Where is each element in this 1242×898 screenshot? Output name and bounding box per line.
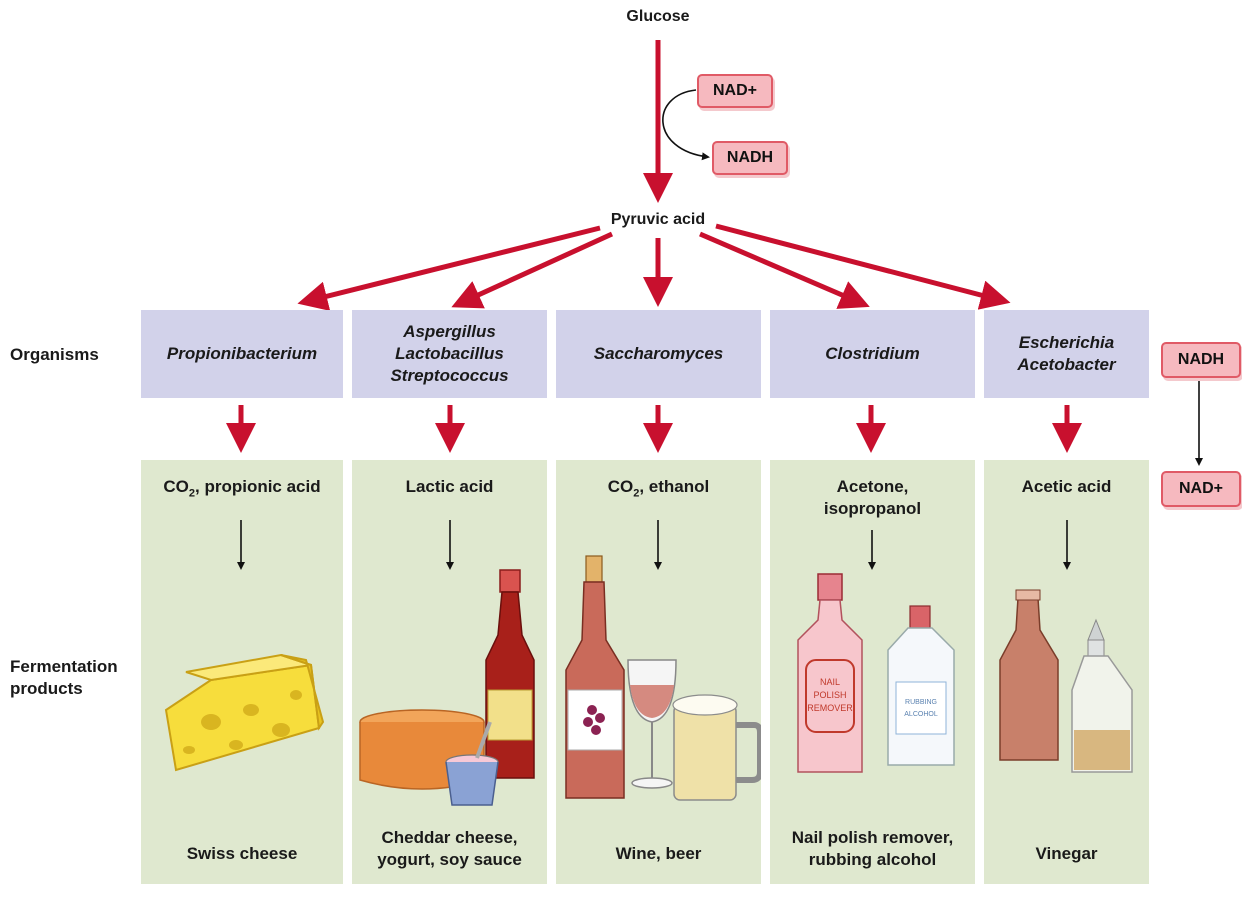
product-name-5: Acetic acid xyxy=(1021,477,1112,496)
product-column-4: Acetone, isopropanol NAIL POLISH REMOVER… xyxy=(770,460,975,884)
solvent-bottles-icon: NAIL POLISH REMOVER RUBBING ALCOHOL xyxy=(797,530,955,773)
nad-reduction-arrow xyxy=(662,89,710,161)
cheese-icon xyxy=(164,520,325,772)
organism-name-1: Propionibacterium xyxy=(166,344,318,363)
product-column-3: CO2, ethanol Wine, beer xyxy=(556,460,761,884)
regen-nadh-tag: NADH xyxy=(1161,342,1241,378)
organisms-side-label: Organisms xyxy=(10,345,99,364)
product-food-4: Nail polish remover, rubbing alcohol xyxy=(791,828,954,869)
regen-nadh-tag-text: NADH xyxy=(1177,351,1225,368)
organism-name-5: Escherichia Acetobacter xyxy=(1017,333,1116,374)
regen-nad-plus-tag: NAD+ xyxy=(1161,471,1241,507)
glucose-label: Glucose xyxy=(626,8,690,25)
product-name-4: Acetone, isopropanol xyxy=(823,477,922,518)
product-column-1: CO2, propionic acid Swiss cheese xyxy=(141,460,343,884)
pyruvate-arrow-4 xyxy=(699,231,870,309)
pyruvate-arrow-2 xyxy=(451,231,614,309)
cheddar-yogurt-soy-sauce-icon xyxy=(359,520,535,806)
wine-beer-icon xyxy=(565,520,761,801)
organism-name-3: Saccharomyces xyxy=(593,344,724,363)
vinegar-bottles-icon xyxy=(999,520,1133,773)
nadh-tag-text: NADH xyxy=(726,149,774,166)
regen-nad-plus-tag-text: NAD+ xyxy=(1178,480,1223,497)
nadh-tag: NADH xyxy=(712,141,788,175)
product-column-5: Acetic acid Vinegar xyxy=(984,460,1149,884)
product-food-3: Wine, beer xyxy=(615,844,702,863)
nad-plus-tag-text: NAD+ xyxy=(712,82,757,99)
product-food-1: Swiss cheese xyxy=(186,844,298,863)
pyruvate-arrow-1 xyxy=(297,225,601,311)
svg-text:POLISH: POLISH xyxy=(813,690,846,700)
svg-text:ALCOHOL: ALCOHOL xyxy=(904,711,938,718)
product-name-1: CO2, propionic acid xyxy=(163,477,321,500)
organism-name-2: Aspergillus Lactobacillus Streptococcus xyxy=(390,322,509,385)
product-food-2: Cheddar cheese, yogurt, soy sauce xyxy=(377,828,522,869)
organism-box-1: Propionibacterium xyxy=(141,310,343,398)
product-food-5: Vinegar xyxy=(1035,844,1098,863)
svg-text:RUBBING: RUBBING xyxy=(905,699,937,706)
product-column-2: Lactic acid Cheddar cheese, yogurt, soy … xyxy=(352,460,547,884)
svg-text:REMOVER: REMOVER xyxy=(807,703,853,713)
nad-plus-tag: NAD+ xyxy=(697,74,773,108)
pyruvic-acid-label: Pyruvic acid xyxy=(610,211,706,228)
fermentation-products-side-label: Fermentation products xyxy=(10,657,118,698)
organism-box-5: Escherichia Acetobacter xyxy=(984,310,1149,398)
svg-text:NAIL: NAIL xyxy=(820,677,840,687)
pyruvate-arrow-5 xyxy=(715,223,1011,310)
organism-box-2: Aspergillus Lactobacillus Streptococcus xyxy=(352,310,547,398)
organism-name-4: Clostridium xyxy=(825,344,920,363)
organism-box-4: Clostridium xyxy=(770,310,975,398)
product-name-3: CO2, ethanol xyxy=(607,477,710,500)
organism-box-3: Saccharomyces xyxy=(556,310,761,398)
product-name-2: Lactic acid xyxy=(405,477,494,496)
